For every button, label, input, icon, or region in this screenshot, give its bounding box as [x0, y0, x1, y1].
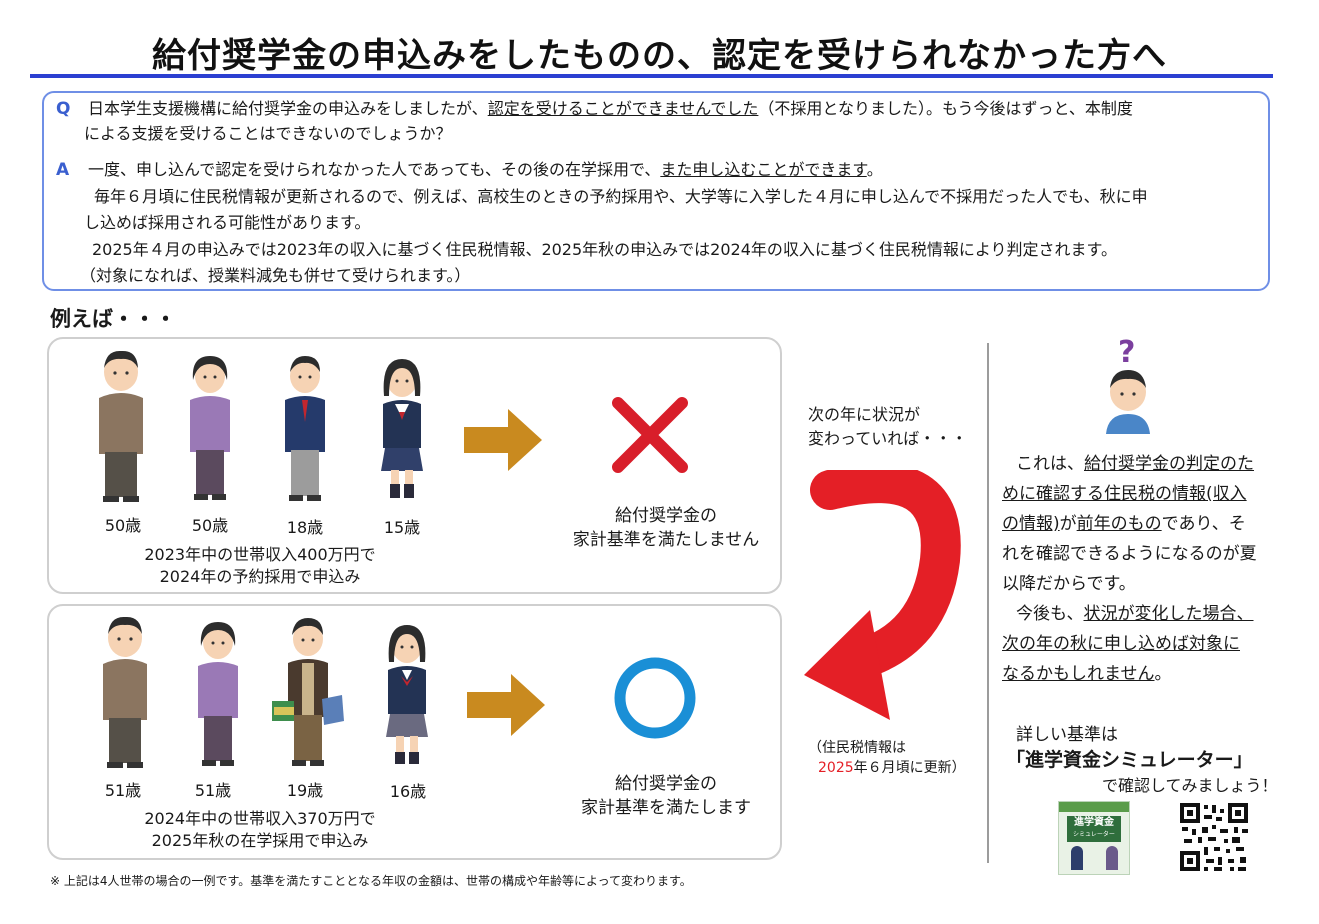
situation-change-note: 次の年に状況が 変わっていれば・・・ [808, 403, 967, 451]
explanation-line-8: なるかもしれません。 [1002, 659, 1257, 689]
explanation-line-2-underlined: めに確認する住民税の情報(収入 [1002, 484, 1247, 504]
case-1-age-2: 50歳 [191, 516, 229, 535]
explanation-paragraph: これは、給付奨学金の判定のた めに確認する住民税の情報(収入 の情報)が前年のも… [1002, 449, 1257, 689]
a-line-4: 2025年４月の申込みでは2023年の収入に基づく住民税情報、2025年秋の申込… [92, 240, 1117, 259]
explanation-line-6-underlined: 状況が変化した場合、 [1083, 604, 1254, 624]
case-2-age-2: 51歳 [194, 781, 232, 800]
case-1-age-4: 15歳 [383, 518, 421, 537]
situation-change-line-2: 変わっていれば・・・ [808, 429, 968, 448]
a-mark: A [56, 160, 70, 180]
case-1-result: 給付奨学金の 家計基準を満たしません [546, 504, 786, 552]
booklet-person-icon [1070, 846, 1083, 870]
a-line-1-b: 。 [866, 160, 883, 179]
tax-update-year: 2025 [818, 760, 854, 776]
case-2-result-line-2: 家計基準を満たします [581, 798, 751, 818]
circle-mark-icon [614, 657, 696, 739]
explanation-line-3-underlined-a: の情報) [1002, 514, 1060, 534]
case-2-age-1: 51歳 [104, 781, 142, 800]
explanation-line-3-a: が [1059, 514, 1077, 534]
explanation-line-7: 次の年の秋に申し込めば対象に [1002, 629, 1257, 659]
booklet-header-bar [1059, 802, 1129, 812]
a-line-1-underlined: また申し込むことができます [660, 160, 867, 179]
cross-mark-icon [612, 397, 688, 473]
simulator-detail-line-1: 詳しい基準は [1016, 725, 1118, 745]
a-line-1: 一度、申し込んで認定を受けられなかった人であっても、その後の在学採用で、また申し… [88, 160, 883, 180]
page-title: 給付奨学金の申込みをしたものの、認定を受けられなかった方へ [152, 36, 1167, 76]
qr-code-icon[interactable] [1178, 801, 1250, 873]
explanation-line-1: これは、給付奨学金の判定のた [1002, 449, 1257, 479]
tax-update-line-1: （住民税情報は [808, 740, 906, 756]
explanation-line-1-underlined: 給付奨学金の判定のた [1084, 454, 1254, 474]
explanation-line-4: れを確認できるようになるのが夏 [1002, 544, 1257, 564]
explanation-line-3: の情報)が前年のものであり、そ [1002, 509, 1257, 539]
a-line-3: し込めば採用される可能性があります。 [84, 213, 371, 232]
situation-change-line-1: 次の年に状況が [808, 405, 921, 424]
column-divider [987, 343, 989, 863]
booklet-board: 進学資金 シミュレーター [1067, 816, 1121, 842]
case-1-desc-line-2: 2024年の予約採用で申込み [159, 567, 361, 586]
son-figure-1 [285, 356, 325, 501]
tax-update-line-2: 2025年６月頃に更新） [808, 758, 966, 778]
father-figure-2 [103, 616, 147, 768]
case-2-age-3: 19歳 [286, 781, 324, 800]
explanation-line-5: 以降だからです。 [1002, 574, 1136, 594]
explanation-line-7-underlined: 次の年の秋に申し込めば対象に [1002, 634, 1240, 654]
tax-update-rest: 年６月頃に更新） [853, 760, 966, 776]
explanation-line-8-underlined: なるかもしれません [1002, 664, 1155, 684]
title-underline [30, 74, 1273, 78]
case-1-result-line-1: 給付奨学金の [615, 506, 717, 526]
a-line-1-a: 一度、申し込んで認定を受けられなかった人であっても、その後の在学採用で、 [88, 160, 661, 179]
booklet-subtitle: シミュレーター [1073, 831, 1115, 838]
a-line-5: （対象になれば、授業料減免も併せて受けられます。） [80, 266, 471, 285]
booklet-figures [1059, 846, 1129, 870]
q-mark: Q [56, 99, 71, 119]
case-1-result-line-2: 家計基準を満たしません [572, 530, 760, 550]
case-2-age-4: 16歳 [389, 782, 427, 801]
question-person-icon: ? [1106, 335, 1150, 434]
explanation-line-1-a: これは、 [1016, 454, 1084, 474]
son-figure-2 [272, 618, 344, 766]
daughter-figure-2 [386, 625, 428, 764]
simulator-detail-line-3: で確認してみましょう！ [1102, 776, 1278, 795]
q-line-1-b: （不採用となりました）。もう今後はずっと、本制度 [758, 99, 1133, 118]
case-1-age-3: 18歳 [286, 518, 324, 537]
booklet-title: 進学資金 [1074, 817, 1114, 828]
father-figure-1 [99, 350, 143, 502]
case-1-age-1: 50歳 [104, 516, 142, 535]
case-1-desc-line-1: 2023年中の世帯収入400万円で [144, 545, 376, 564]
q-line-1: 日本学生支援機構に給付奨学金の申込みをしましたが、認定を受けることができませんで… [88, 99, 1133, 119]
case-2-desc-line-1: 2024年中の世帯収入370万円で [144, 809, 376, 828]
a-line-2: 毎年６月頃に住民税情報が更新されるので、例えば、高校生のときの予約採用や、大学等… [94, 187, 1148, 206]
simulator-detail-line-2: 「進学資金シミュレーター」 [1006, 749, 1253, 771]
explanation-line-3-b: であり、そ [1161, 514, 1246, 534]
booklet-person-icon [1105, 846, 1118, 870]
case-2-description: 2024年中の世帯収入370万円で 2025年秋の在学採用で申込み [100, 808, 420, 852]
case-2-result: 給付奨学金の 家計基準を満たします [546, 772, 786, 820]
explanation-line-3-underlined-b: 前年のもの [1076, 514, 1162, 534]
mother-figure-2 [198, 622, 238, 766]
q-line-1-a: 日本学生支援機構に給付奨学金の申込みをしましたが、 [88, 99, 488, 118]
example-label: 例えば・・・ [50, 307, 176, 331]
footnote: ※ 上記は4人世帯の場合の一例です。基準を満たすこととなる年収の金額は、世帯の構… [50, 874, 692, 888]
arrow-right-icon-2 [467, 674, 545, 736]
q-line-2: による支援を受けることはできないのでしょうか？ [84, 124, 452, 143]
explanation-line-6-a: 今後も、 [1016, 604, 1084, 624]
case-2-desc-line-2: 2025年秋の在学採用で申込み [151, 831, 369, 850]
qa-box: Q 日本学生支援機構に給付奨学金の申込みをしましたが、認定を受けることができませ… [42, 91, 1270, 291]
explanation-line-8-a: 。 [1154, 664, 1172, 684]
explanation-line-2: めに確認する住民税の情報(収入 [1002, 479, 1257, 509]
curved-return-arrow-icon [804, 470, 961, 720]
mother-figure-1 [190, 356, 230, 500]
daughter-figure-1 [381, 359, 423, 498]
case-1-description: 2023年中の世帯収入400万円で 2024年の予約採用で申込み [100, 544, 420, 588]
arrow-right-icon-1 [464, 409, 542, 471]
explanation-line-6: 今後も、状況が変化した場合、 [1002, 599, 1257, 629]
svg-text:?: ? [1118, 335, 1135, 370]
simulator-booklet-thumbnail[interactable]: 進学資金 シミュレーター [1058, 801, 1130, 875]
q-line-1-underlined: 認定を受けることができませんでした [487, 99, 759, 118]
tax-update-note: （住民税情報は 2025年６月頃に更新） [808, 738, 966, 778]
case-2-result-line-1: 給付奨学金の [615, 774, 717, 794]
